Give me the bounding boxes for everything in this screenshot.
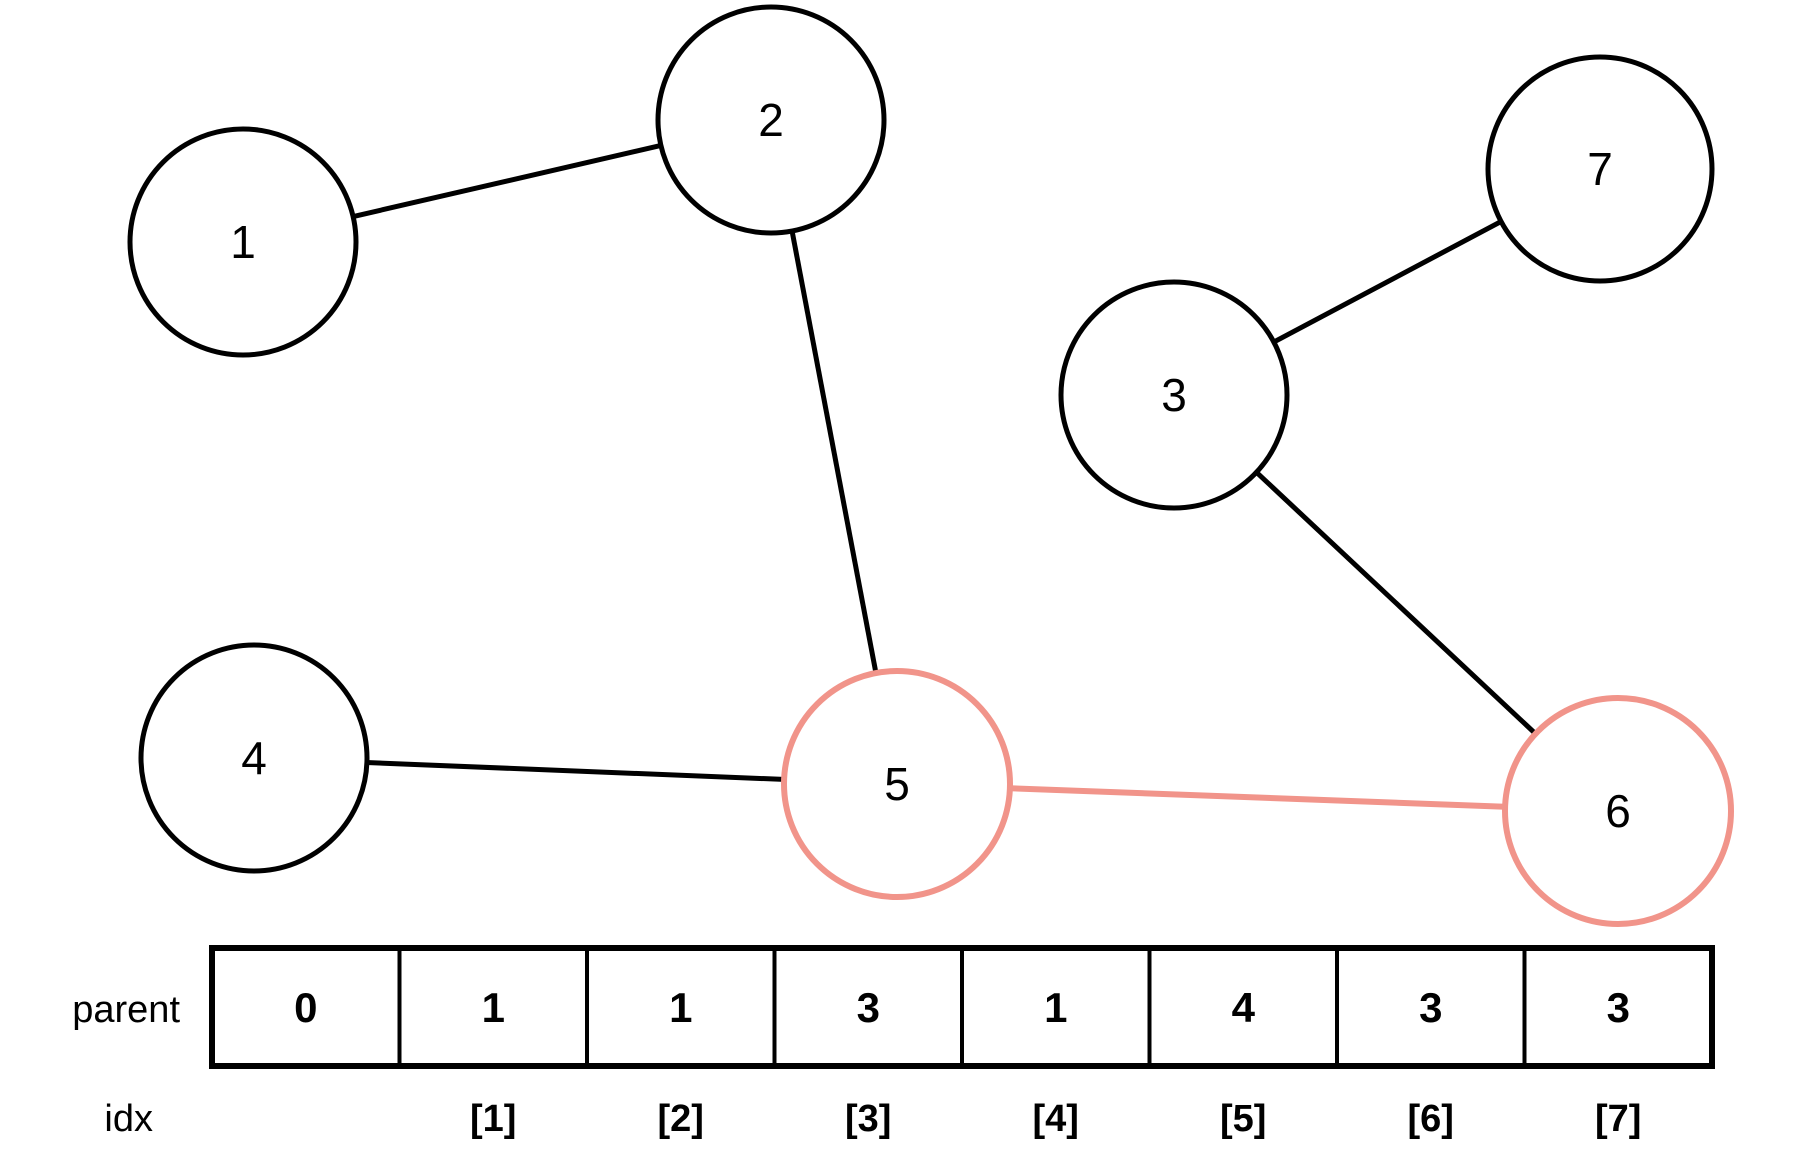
node-circle (127, 126, 359, 358)
parent-cell-1: 1 [1] (397, 946, 589, 1140)
node-circle (1058, 279, 1290, 511)
parent-value-7: 3 (1607, 984, 1630, 1031)
idx-label-7: [7] (1595, 1098, 1641, 1140)
idx-label-6: [6] (1408, 1098, 1454, 1140)
parent-value-1: 1 (482, 984, 505, 1031)
idx-label-5: [5] (1220, 1098, 1266, 1140)
parent-cell-3: 3 [3] (772, 946, 964, 1140)
array-outer-border (209, 945, 1715, 1069)
node-label: 7 (1587, 143, 1613, 195)
node-circle (138, 642, 370, 874)
parent-cell-5: 4 [5] (1147, 946, 1339, 1140)
parent-cell-0: 0 (210, 946, 402, 1068)
parent-cell-2: 1 [2] (585, 946, 777, 1140)
nodes-layer: 1 2 3 4 5 6 7 (127, 4, 1734, 927)
idx-row-label: idx (104, 1098, 153, 1140)
node-circle (1485, 54, 1715, 284)
graph-node-2: 2 (655, 4, 887, 236)
parent-value-2: 1 (669, 984, 692, 1031)
idx-label-2: [2] (658, 1098, 704, 1140)
graph-node-4: 4 (138, 642, 370, 874)
parent-row-label: parent (72, 989, 180, 1031)
node-label: 1 (230, 216, 256, 268)
parent-value-4: 1 (1044, 984, 1067, 1031)
node-label: 2 (758, 94, 784, 146)
node-label: 4 (241, 732, 267, 784)
graph-node-1: 1 (127, 126, 359, 358)
node-circle (1502, 695, 1734, 927)
graph-node-7: 7 (1485, 54, 1715, 284)
node-label: 5 (884, 758, 910, 810)
graph-node-3: 3 (1058, 279, 1290, 511)
parent-cell-7: 3 [7] (1522, 946, 1714, 1140)
idx-label-3: [3] (845, 1098, 891, 1140)
parent-array: 0 1 [1] 1 [2] 3 [3] 1 [4] 4 [5] 3 [6] 3 [7] (209, 945, 1715, 1140)
graph-node-5: 5 (781, 668, 1013, 900)
parent-value-6: 3 (1419, 984, 1442, 1031)
node-label: 3 (1161, 369, 1187, 421)
node-label: 6 (1605, 785, 1631, 837)
edge-5-6 (896, 781, 1619, 814)
parent-value-5: 4 (1232, 984, 1256, 1031)
node-circle (781, 668, 1013, 900)
parent-value-3: 3 (857, 984, 880, 1031)
parent-cell-6: 3 [6] (1335, 946, 1527, 1140)
idx-label-4: [4] (1033, 1098, 1079, 1140)
node-circle (655, 4, 887, 236)
graph-node-6: 6 (1502, 695, 1734, 927)
idx-label-1: [1] (470, 1098, 516, 1140)
parent-cell-4: 1 [4] (960, 946, 1152, 1140)
parent-value-0: 0 (294, 984, 317, 1031)
